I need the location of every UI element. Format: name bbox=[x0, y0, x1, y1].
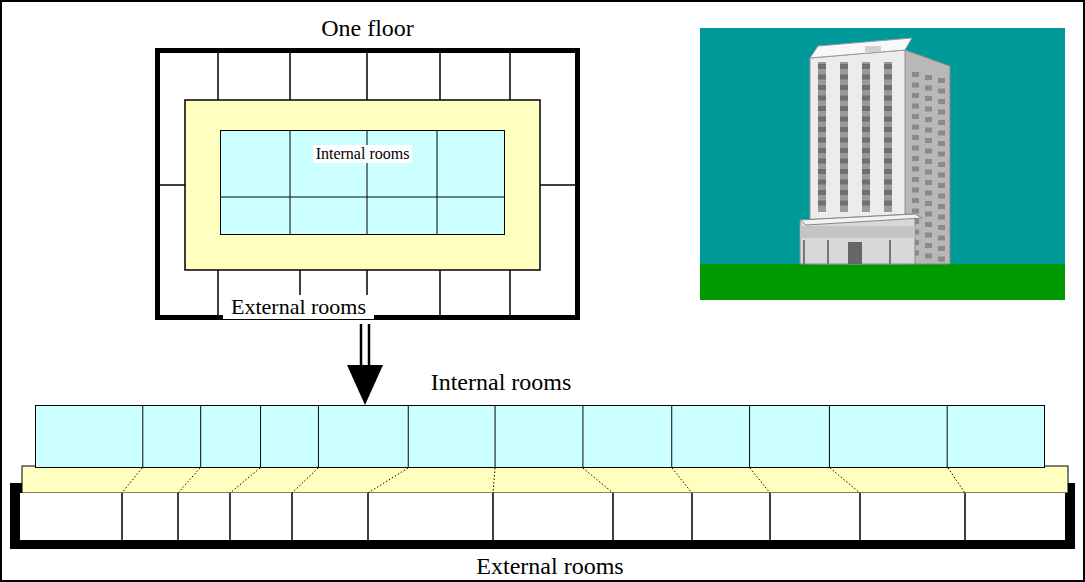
floor-plan: One floorExternal rooms Internal rooms bbox=[155, 48, 580, 320]
external-rooms-strip: External rooms bbox=[10, 493, 1075, 549]
down-arrow bbox=[347, 324, 383, 405]
room-label: Internal rooms bbox=[313, 145, 413, 163]
internal-rooms-block: Internal rooms bbox=[220, 130, 505, 235]
floor-heading: One floor bbox=[321, 15, 414, 41]
strip-heading: External rooms bbox=[476, 553, 623, 579]
strip-heading: Internal rooms bbox=[431, 369, 572, 395]
arrow-shaft bbox=[360, 324, 363, 367]
arrow-head bbox=[347, 365, 383, 405]
building-picture bbox=[700, 28, 1065, 300]
arrow-shaft bbox=[368, 324, 371, 367]
internal-rooms-strip: Internal rooms bbox=[35, 405, 1045, 468]
room-label: External rooms bbox=[223, 295, 374, 319]
